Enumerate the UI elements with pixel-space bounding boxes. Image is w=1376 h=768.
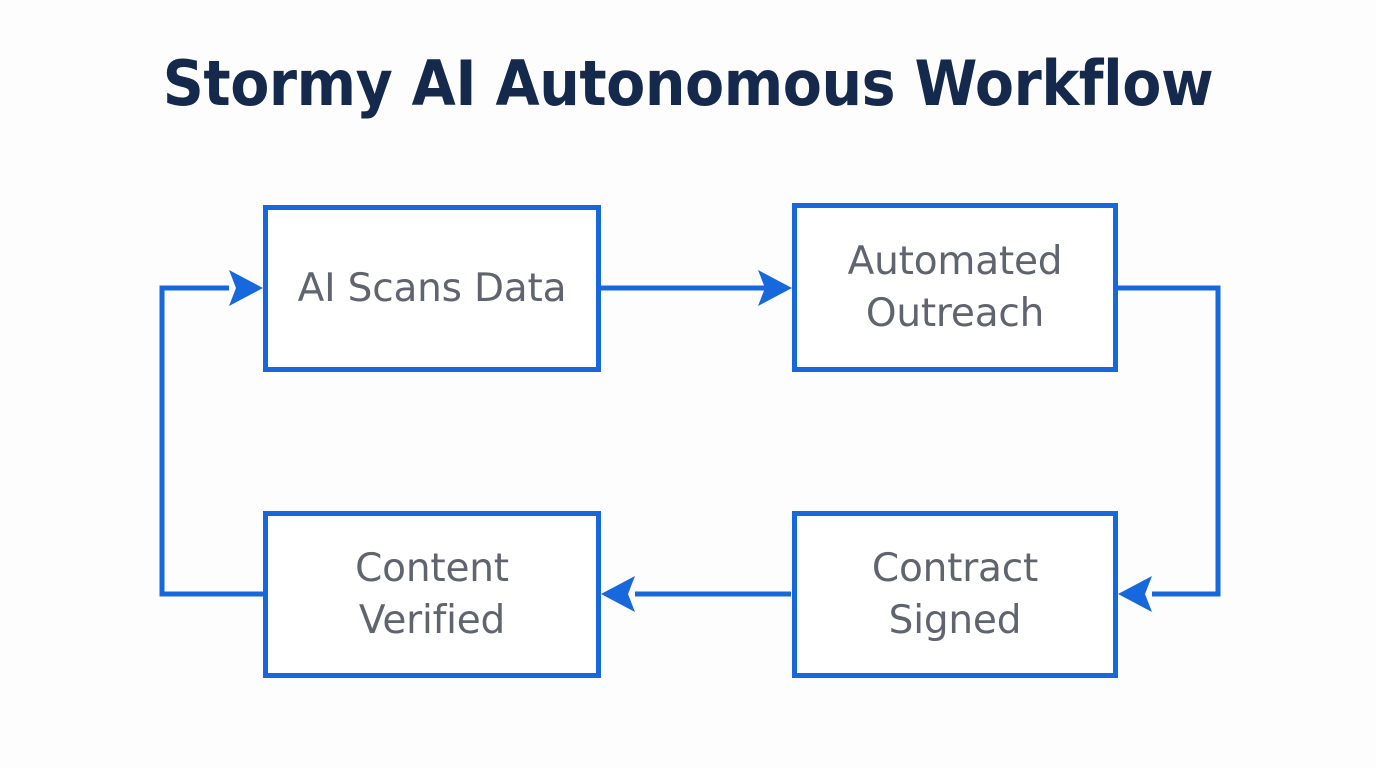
arrowhead-right-icon <box>758 270 792 306</box>
flow-node-content-verified[interactable]: Content Verified <box>263 511 601 678</box>
flow-node-label: Contract Signed <box>871 545 1039 643</box>
arrowhead-left-icon <box>601 576 635 612</box>
flow-node-automated-outreach[interactable]: Automated Outreach <box>792 203 1118 372</box>
flow-node-contract-signed[interactable]: Contract Signed <box>792 511 1118 678</box>
arrowhead-left-icon <box>1118 576 1152 612</box>
edge-contract-to-content <box>601 576 791 612</box>
edge-content-to-scans <box>159 270 263 597</box>
flow-node-label: Automated Outreach <box>847 238 1063 336</box>
flow-node-label: Content Verified <box>355 545 509 643</box>
flow-node-label: AI Scans Data <box>297 265 567 311</box>
page-title: Stormy AI Autonomous Workflow <box>162 47 1214 120</box>
edge-outreach-to-contract <box>1118 285 1221 612</box>
flow-node-ai-scans-data[interactable]: AI Scans Data <box>263 205 601 372</box>
edge-line <box>159 285 263 597</box>
arrowhead-right-icon <box>229 270 263 306</box>
edge-line <box>1118 285 1221 597</box>
edge-scans-to-outreach <box>601 270 792 306</box>
